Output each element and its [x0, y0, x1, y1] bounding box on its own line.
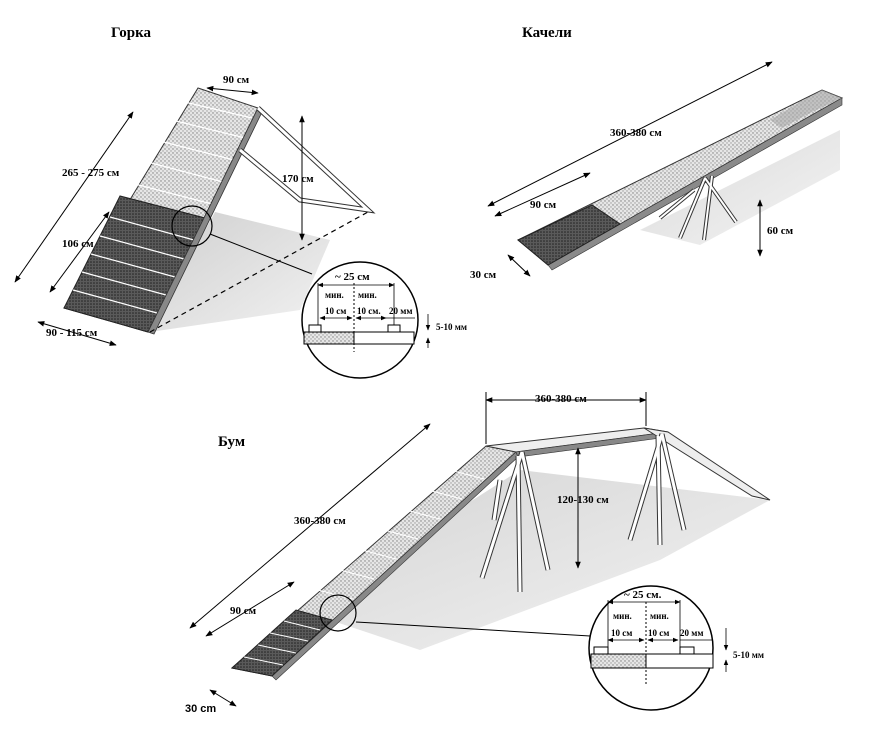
slide-detail-zoom: ~ 25 см мин. мин. 10 см 10 см. 20 мм 5-1…	[301, 261, 467, 379]
dogwalk-detail-thickness: 5-10 мм	[733, 650, 764, 660]
slide-length-label: 265 - 275 см	[62, 167, 120, 179]
dogwalk-width-label: 30 cm	[185, 703, 216, 715]
dogwalk-contact-label: 90 см	[230, 605, 257, 617]
seesaw-figure	[517, 89, 844, 271]
slide-detail-ten-right: 10 см.	[357, 306, 381, 316]
seesaw-contact-label: 90 см	[530, 199, 557, 211]
slide-width-label: 90 см	[223, 74, 250, 86]
seesaw-contact-zone	[517, 204, 621, 266]
dogwalk-title: Бум	[218, 434, 245, 450]
slide-detail-total: ~ 25 см	[335, 271, 370, 283]
slide-detail-min-right: мин.	[358, 290, 377, 300]
dogwalk-top-length-label: 360-380 см	[535, 393, 587, 405]
seesaw-length-label: 360-380 см	[610, 127, 662, 139]
slide-height-label: 170 см	[282, 173, 314, 185]
slide-detail-twenty: 20 мм	[389, 306, 413, 316]
slide-contact-label: 106 см	[62, 238, 94, 250]
dogwalk-detail-min-right: мин.	[650, 611, 669, 621]
dogwalk-detail-ten-right: 10 см	[648, 628, 669, 638]
dogwalk-detail-ten-left: 10 см	[611, 628, 632, 638]
dogwalk-detail-total: ~ 25 см.	[624, 589, 662, 601]
slide-magnifier	[171, 205, 213, 247]
dogwalk-ramp-length-label: 360-380 см	[294, 515, 346, 527]
dogwalk-detail-min-left: мин.	[613, 611, 632, 621]
seesaw-height-label: 60 см	[767, 225, 794, 237]
slide-detail-ten-left: 10 см	[325, 306, 346, 316]
dogwalk-detail-zoom: ~ 25 см. мин. мин. 10 см 10 см 20 мм 5-1…	[588, 585, 764, 711]
seesaw-width-label: 30 см	[470, 269, 497, 281]
slide-shadow	[150, 212, 330, 332]
slide-detail-min-left: мин.	[325, 290, 344, 300]
dogwalk-detail-twenty: 20 мм	[680, 628, 704, 638]
slide-base-label: 90 - 115 см	[46, 327, 98, 339]
dogwalk-height-label: 120-130 см	[557, 494, 609, 506]
seesaw-title: Качели	[522, 25, 572, 41]
slide-detail-thickness: 5-10 мм	[436, 322, 467, 332]
slide-title: Горка	[111, 25, 151, 41]
dogwalk-contact-zone	[230, 609, 333, 677]
